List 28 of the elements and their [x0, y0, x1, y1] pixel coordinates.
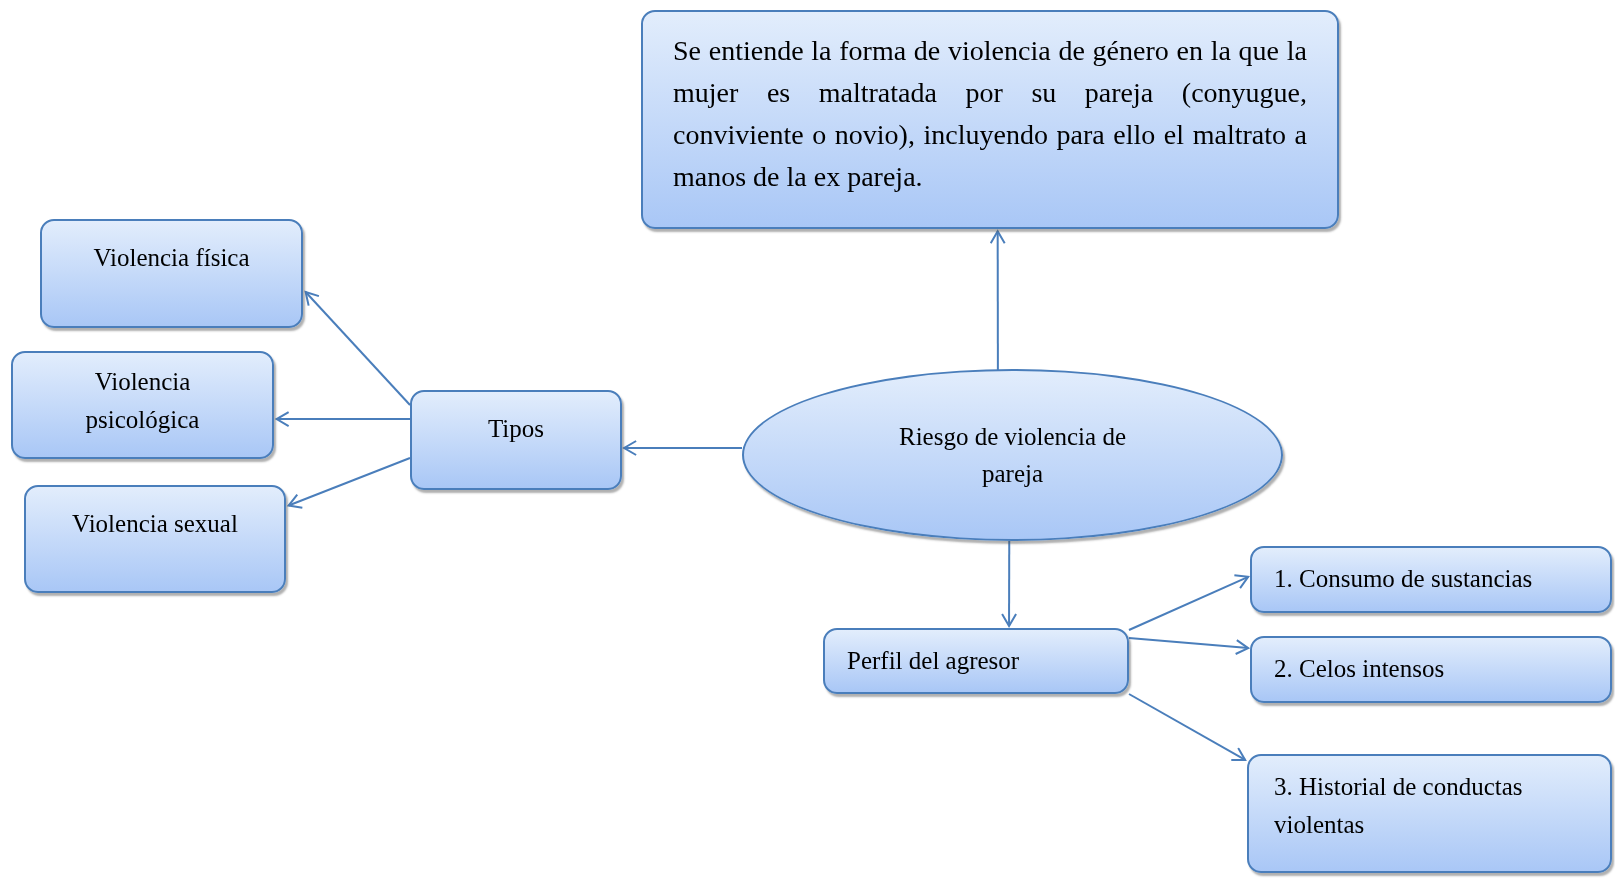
arrow [623, 440, 743, 456]
arrow [1001, 540, 1018, 627]
concept-box [1250, 636, 1612, 703]
node-text: Tipos [486, 414, 546, 444]
concept-box [823, 628, 1129, 694]
concept-box [1247, 754, 1612, 873]
concept-box [24, 485, 286, 593]
node-text: Violencia psicológica [84, 367, 201, 435]
node-text: 1. Consumo de sustancias [1274, 564, 1534, 594]
concept-box [11, 351, 274, 459]
node-text: Perfil del agresor [847, 646, 1021, 676]
node-text: Violencia física [92, 243, 251, 273]
arrow [304, 291, 411, 406]
arrow [989, 230, 1006, 372]
arrow [275, 411, 411, 428]
concept-box [641, 10, 1339, 229]
node-text: Riesgo de violencia de pareja [898, 421, 1127, 489]
concept-box [40, 219, 303, 328]
arrow [287, 457, 411, 509]
node-text: Se entiende la forma de violencia de género en la que la mujer es maltratada por su pareja (conyugue, conviviente o novio), incluyendo para ello el maltrato a manos de la ex pareja. [673, 34, 1307, 194]
concept-box [1250, 546, 1612, 613]
arrow [1128, 574, 1250, 631]
arrow [1128, 693, 1247, 762]
node-text: 2. Celos intensos [1274, 654, 1446, 684]
node-text: 3. Historial de conductas violentas [1274, 772, 1524, 840]
concept-box [410, 390, 622, 490]
node-text: Violencia sexual [71, 509, 239, 539]
arrow [1128, 636, 1250, 655]
